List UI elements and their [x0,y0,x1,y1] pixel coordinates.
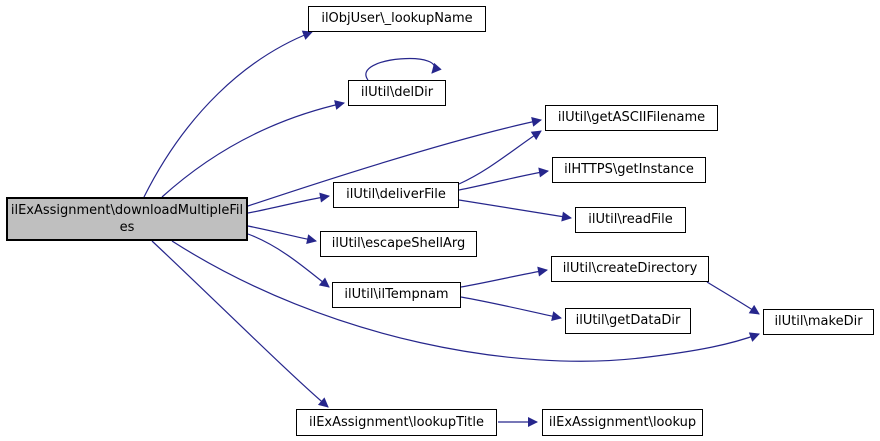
edge-deliverfile-to-getinstance [458,167,549,191]
edge-main-to-makedir [171,240,760,362]
node-ilutil-readfile[interactable]: ilUtil\readFile [575,207,686,233]
node-ilutil-makedir[interactable]: ilUtil\makeDir [763,309,874,335]
node-ilutil-createdirectory[interactable]: ilUtil\createDirectory [551,256,709,282]
node-ilexassignment-lookuptitle[interactable]: ilExAssignment\lookupTitle [296,409,497,436]
node-ilutil-deldir[interactable]: ilUtil\delDir [348,80,446,106]
edge-main-to-lookuptitle [151,240,329,408]
node-ilobjuser-lookupname[interactable]: ilObjUser\_lookupName [308,6,486,32]
edge-iltempnam-to-getdatadir [460,296,562,322]
edge-deldir-self-loop [365,58,442,81]
edge-deliverfile-to-readfile [458,199,572,222]
node-ilutil-getasciifilename[interactable]: ilUtil\getASCIIFilename [545,105,718,131]
node-ilutil-deliverfile[interactable]: ilUtil\deliverFile [333,182,459,208]
node-ilexassignment-lookup[interactable]: ilExAssignment\lookup [542,409,703,436]
node-ilhttps-getinstance[interactable]: ilHTTPS\getInstance [552,157,706,183]
node-ilutil-iltempnam[interactable]: ilUtil\ilTempnam [332,282,461,308]
edge-main-to-escapeshellarg [247,225,317,245]
node-ilutil-getdatadir[interactable]: ilUtil\getDataDir [565,308,691,334]
edge-main-to-deliverfile [247,192,330,214]
node-ilutil-escapeshellarg[interactable]: ilUtil\escapeShellArg [320,231,477,257]
edge-iltempnam-to-createdirectory [460,266,548,288]
edge-main-to-getasciifilename [247,116,542,207]
edge-deliverfile-to-getasciifilename [458,130,542,185]
edge-main-to-lookupname [143,30,313,198]
edge-createdirectory-to-makedir [706,281,760,315]
edge-main-to-deldir [161,100,345,198]
node-ilexassignment-downloadmultiplefiles[interactable]: ilExAssignment\downloadMultipleFiles [6,197,248,241]
edge-main-to-iltempnam [247,233,330,288]
